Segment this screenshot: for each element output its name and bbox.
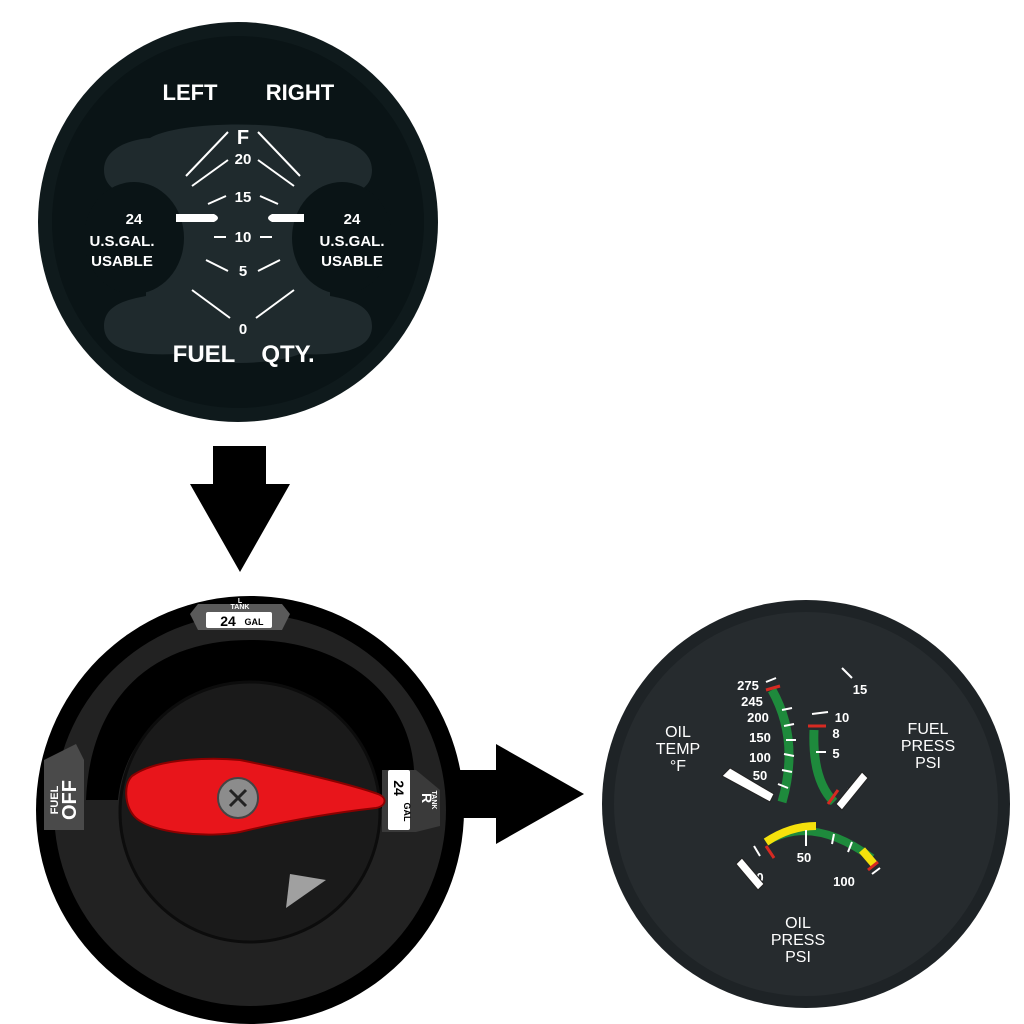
right-capacity-qty: 24 [344,211,361,228]
oil-temp-200: 200 [747,710,769,725]
oil-temp-100: 100 [749,750,771,765]
fuel-off-word1: FUEL [49,785,61,814]
selector-inner-recess [86,640,414,820]
left-tank-qty: 24 [220,613,236,629]
fuel-qty-ticks [185,131,301,319]
left-label: LEFT [163,80,219,105]
left-capacity-unit: U.S.GAL. [89,233,154,250]
oil-temp-275: 275 [737,678,759,693]
fuel-press-15: 15 [853,682,867,697]
left-needle [176,214,218,222]
oil-press-label-3: PSI [785,949,811,966]
engine-gauge-face [614,612,998,996]
right-capacity-unit: U.S.GAL. [319,233,384,250]
left-tank-letter: L [238,598,243,605]
oil-press-100: 100 [833,874,855,889]
fuel-off-tab [44,744,84,830]
oil-press-high-redline [867,860,879,872]
oil-temp-needle [721,767,775,803]
scale-label-15: 15 [235,189,252,206]
scale-label-full: F [237,127,249,149]
fuel-qty-gauge: LEFT RIGHT F 20 15 10 5 0 24 U.S.GAL. US… [38,22,438,422]
oil-press-needle [735,857,765,891]
fuel-press-5: 5 [832,746,839,761]
down-arrow-icon [190,446,290,572]
oil-temp-redline [765,684,781,692]
right-tank-plate [388,770,410,830]
fuel-press-10: 10 [835,710,849,725]
title-fuel: FUEL [173,341,236,368]
right-label: RIGHT [266,80,335,105]
fuel-press-needle [835,771,869,811]
left-tank-plate [206,612,272,628]
left-capacity-plate [84,182,184,294]
oil-temp-label-3: °F [670,758,686,775]
fuel-press-label-3: PSI [915,755,941,772]
oil-temp-label-1: OIL [665,724,691,741]
left-capacity-usable: USABLE [91,253,153,270]
oil-press-0: 0 [756,870,763,885]
title-qty: QTY. [261,341,314,368]
oil-press-yellow-arc-low [763,822,817,846]
oil-temp-50: 50 [753,768,767,783]
oil-press-yellow-arc-high [858,847,878,867]
oil-press-50: 50 [797,850,811,865]
fuel-press-label-2: PRESS [901,738,955,755]
fuel-qty-inner-face [104,124,372,363]
fuel-press-8: 8 [832,726,839,741]
right-capacity-plate [292,182,392,294]
right-needle [268,214,304,222]
scale-label-0: 0 [239,321,247,338]
scale-label-5: 5 [239,263,247,280]
fuel-press-label-1: FUEL [908,721,949,738]
oil-press-label-2: PRESS [771,932,825,949]
oil-temp-150: 150 [749,730,771,745]
oil-press-low-redline [764,845,776,859]
oil-press-ticks [753,830,881,875]
right-capacity-usable: USABLE [321,253,383,270]
selector-pointer [286,874,326,908]
left-tank-unit: GAL [245,617,265,627]
fuel-press-low-redline [826,789,840,805]
scale-label-20: 20 [235,151,252,168]
left-capacity-qty: 24 [126,211,143,228]
right-tank-word: TANK [430,791,437,810]
right-tank-letter: R [419,793,435,803]
oil-temp-245: 245 [741,694,763,709]
oil-press-label-1: OIL [785,915,811,932]
oil-temp-green-arc [768,687,794,804]
left-tank-word: TANK [231,604,250,611]
right-tank-unit: GAL [402,803,412,823]
engine-gauge: OIL TEMP °F 275 245 200 150 100 50 FUEL … [602,600,1010,1008]
scale-label-10: 10 [235,229,252,246]
right-tank-qty: 24 [391,780,407,796]
screw-cross-icon [228,788,248,808]
fuel-press-ticks [811,667,853,753]
fuel-press-green-arc [809,729,838,806]
fuel-selector: TANK L 24 GAL FUEL OFF 24 GAL R TANK [36,596,464,1024]
fuel-off-word2: OFF [59,780,81,820]
right-arrow-icon [458,744,584,844]
oil-temp-label-2: TEMP [656,741,700,758]
oil-temp-ticks [765,677,796,789]
